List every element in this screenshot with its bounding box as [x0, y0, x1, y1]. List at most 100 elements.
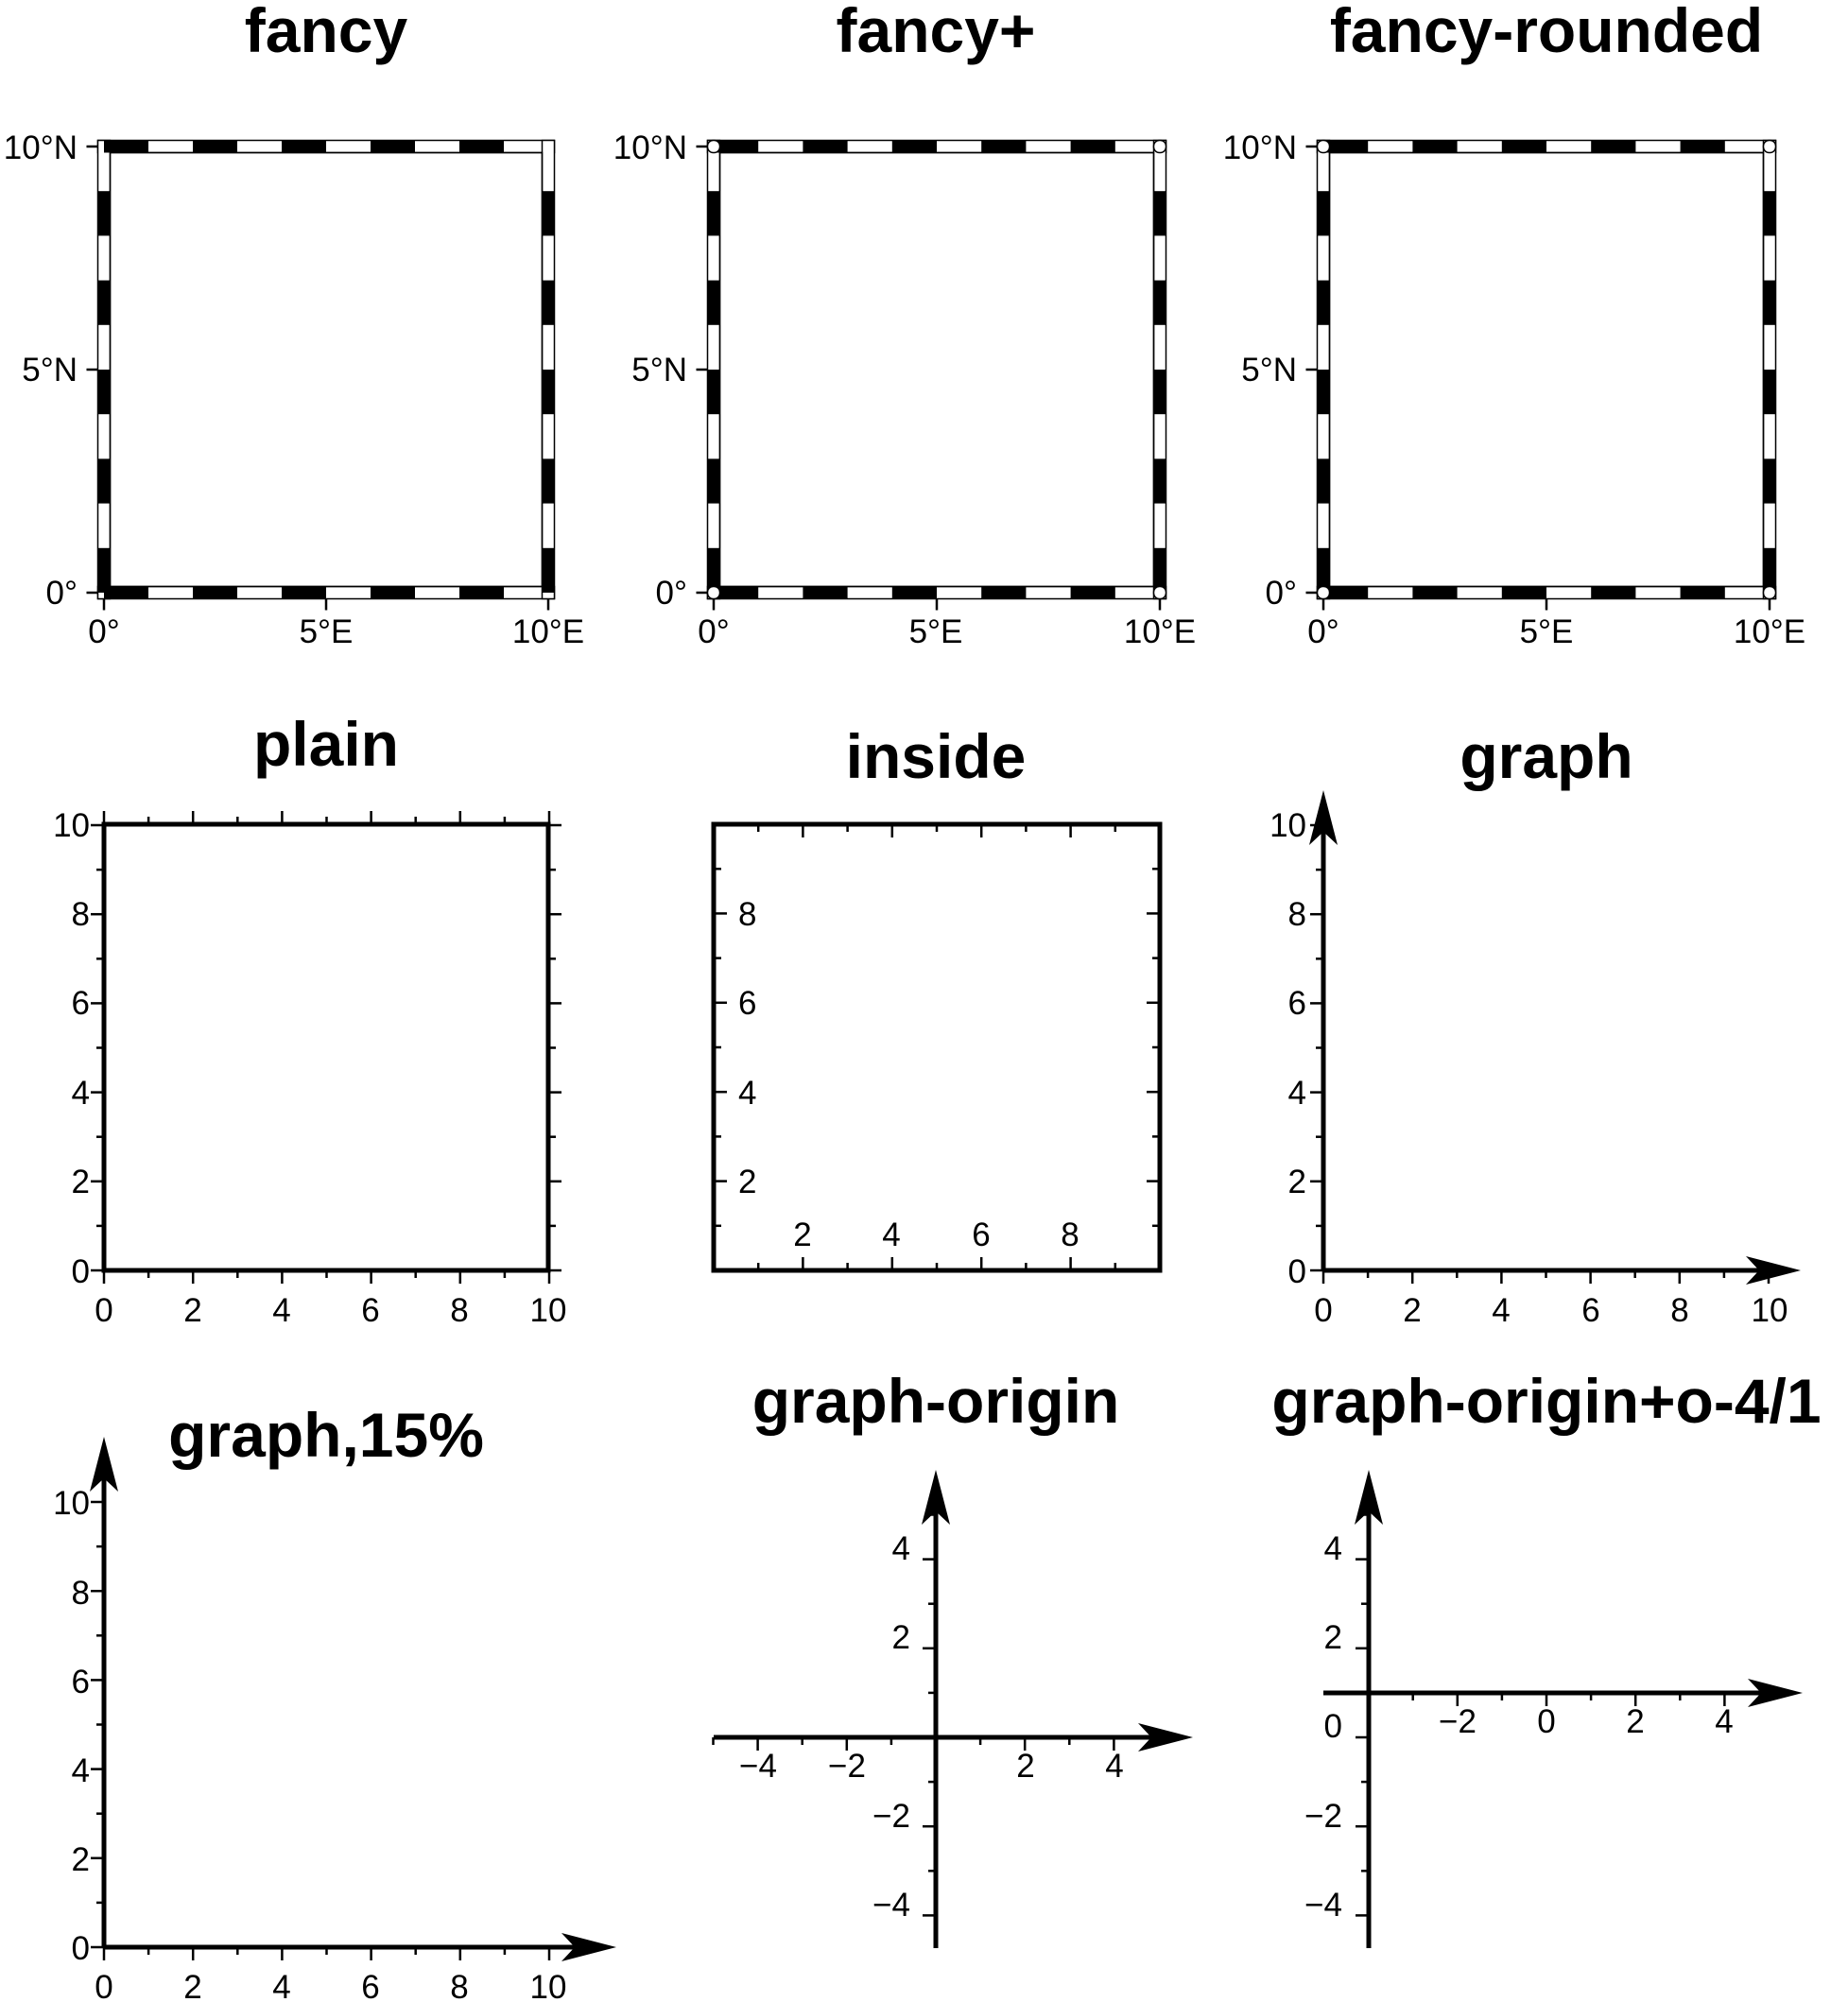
y-tick-label: 0° [1266, 575, 1297, 612]
frame-segment [1763, 191, 1776, 236]
y-tick-label: 0 [72, 1253, 90, 1290]
frame-segment [891, 140, 937, 153]
y-tick-label: 5°N [631, 352, 687, 388]
x-tick-label: 6 [1581, 1292, 1599, 1329]
frame-corner [706, 585, 721, 600]
y-tick-label: 0 [1324, 1708, 1342, 1745]
frame-segment [1153, 547, 1166, 593]
x-axis-arrow [1746, 1256, 1801, 1285]
panel-fancy-plus: fancy+ 10°N 5°N 0° 0° 5°E 10°E [613, 0, 1196, 650]
panel-graph-origin-offset: graph-origin+o-4/1 4 2 0 −2 −4 −2 0 2 4 [1271, 1366, 1821, 1924]
y-tick-label: 10 [53, 1485, 90, 1522]
x-tick-label: 10°E [512, 613, 584, 650]
frame-segment [542, 458, 555, 504]
frame-segment [371, 586, 415, 599]
frame-segment [707, 280, 720, 325]
x-tick-label: 10°E [1734, 613, 1805, 650]
x-tick-label: 0° [698, 613, 729, 650]
panel-title: fancy [245, 0, 408, 65]
y-tick-label: 10 [53, 807, 90, 844]
x-tick-label: 10 [530, 1292, 567, 1329]
y-tick-label: −2 [872, 1798, 910, 1835]
x-tick-label: 0 [1537, 1703, 1555, 1740]
y-tick-label: 10 [1269, 807, 1306, 844]
x-tick-label: 4 [1105, 1748, 1123, 1785]
x-axis-arrow [1138, 1723, 1193, 1752]
x-tick-label: 2 [1016, 1748, 1034, 1785]
y-tick-label: −4 [872, 1887, 910, 1924]
y-tick-label: 2 [72, 1164, 90, 1200]
y-tick-label: 2 [1288, 1164, 1306, 1200]
frame-inner-line [1328, 151, 1765, 588]
frame-segment [97, 191, 111, 236]
frame-segment [104, 140, 148, 153]
frame-segment [1591, 586, 1636, 599]
frame-segment [1680, 140, 1725, 153]
x-tick-label: 2 [1403, 1292, 1421, 1329]
frame-segment [97, 458, 111, 504]
frame-segment [282, 140, 326, 153]
frame-segment [371, 140, 415, 153]
y-tick-label: 10°N [1223, 129, 1297, 166]
y-tick-label: 8 [72, 896, 90, 933]
frame-segment [459, 140, 504, 153]
y-tick-label: 4 [72, 1075, 90, 1112]
frame-segment [707, 458, 720, 504]
y-tick-label: 4 [892, 1530, 910, 1567]
x-tick-label: 8 [1061, 1217, 1079, 1253]
frame-segment [1412, 586, 1458, 599]
frame-segment [891, 586, 937, 599]
frame-segment [97, 547, 111, 593]
frame-corner [706, 139, 721, 154]
y-tick-label: 10°N [4, 129, 78, 166]
fancy-frame [696, 139, 1167, 611]
frame-segment [981, 586, 1027, 599]
panel-title: graph-origin+o-4/1 [1271, 1366, 1821, 1436]
y-tick-label: 5°N [1241, 352, 1297, 388]
x-tick-label: 4 [1715, 1703, 1733, 1740]
x-tick-label: 0 [1314, 1292, 1332, 1329]
y-tick-label: 8 [72, 1575, 90, 1612]
y-tick-label: 6 [1288, 985, 1306, 1022]
frame-corner [1152, 585, 1167, 600]
frame-segment [1153, 191, 1166, 236]
frame-segment [1317, 458, 1330, 504]
y-tick-label: 0 [1288, 1253, 1306, 1290]
frame-segment [542, 191, 555, 236]
x-tick-label: 5°E [300, 613, 354, 650]
y-tick-label: 6 [72, 985, 90, 1022]
x-tick-label: 4 [882, 1217, 900, 1253]
y-tick-label: 10°N [613, 129, 687, 166]
fancy-frame [86, 139, 556, 611]
x-tick-label: 4 [1492, 1292, 1510, 1329]
y-axis-arrow [1355, 1470, 1383, 1525]
frame-border [101, 821, 551, 1273]
fancy-frame [1305, 139, 1777, 611]
panel-inside: inside 8 6 4 2 2 4 6 8 [711, 721, 1163, 1273]
panel-graph-15: graph,15% 10 8 6 4 2 0 0 2 4 6 8 10 [53, 1400, 566, 2002]
frame-corner [1762, 585, 1777, 600]
x-tick-label: 6 [361, 1969, 379, 2002]
x-tick-label: 10°E [1124, 613, 1196, 650]
frame-segment [1153, 370, 1166, 415]
frame-segment [542, 547, 555, 593]
x-tick-label: 2 [183, 1969, 201, 2002]
frame-segment [1153, 280, 1166, 325]
frame-segment [1323, 140, 1369, 153]
frame-segment [1763, 458, 1776, 504]
x-tick-label: 10 [1752, 1292, 1788, 1329]
panel-graph-origin: graph-origin 4 2 −2 −4 −4 −2 2 4 [739, 1366, 1124, 1924]
panel-graph: graph 10 8 6 4 2 0 0 2 4 6 8 10 [1269, 721, 1788, 1329]
y-tick-label: 6 [738, 985, 756, 1022]
x-tick-label: 2 [793, 1217, 811, 1253]
x-tick-label: 10 [530, 1969, 567, 2002]
frame-segment [1591, 140, 1636, 153]
panel-title: inside [846, 721, 1027, 791]
panel-fancy: fancy 10°N 5°N 0° 0° 5°E 10°E [4, 0, 584, 650]
frame-segment [1153, 458, 1166, 504]
frame-corner [1316, 139, 1331, 154]
x-tick-label: 6 [972, 1217, 990, 1253]
axis-geometry [90, 790, 1803, 1961]
frame-segment [1317, 191, 1330, 236]
x-tick-label: 8 [450, 1292, 468, 1329]
